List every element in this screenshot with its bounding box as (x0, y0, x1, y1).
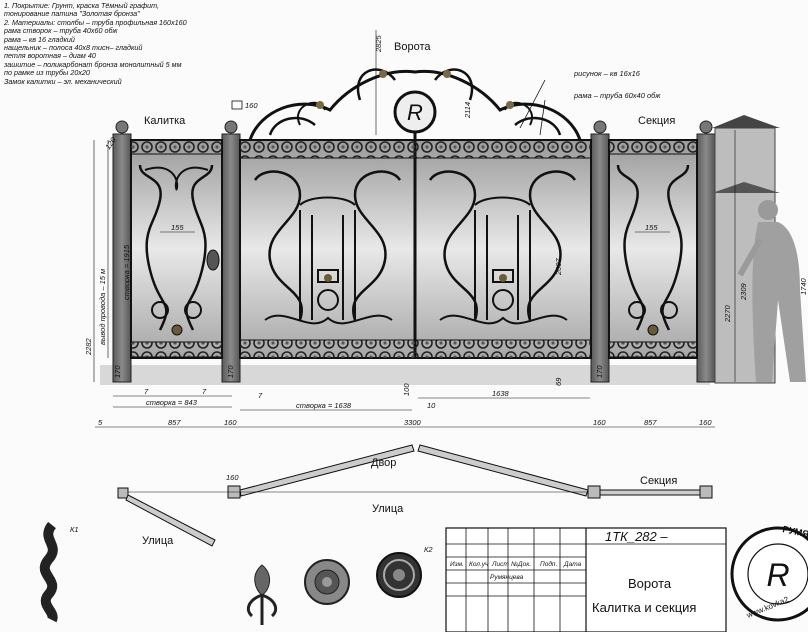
horizontal-dimensions: 7 7 7 створка = 843 створка = 1638 10 16… (95, 387, 715, 428)
dim-2097: 2097 (554, 257, 563, 276)
vertical-dimensions: 2825 2282 вывод провода – 15 м створка =… (84, 30, 808, 396)
medallion-icon (376, 552, 422, 598)
dim-170-right: 170 (595, 365, 604, 378)
callout-pattern: рисунок – кв 16х16 (573, 69, 641, 78)
dim-2825: 2825 (374, 34, 383, 53)
mark-k1: К1 (70, 525, 79, 534)
dim-3300: 3300 (404, 418, 422, 427)
tb-header-izm: Изм. (450, 561, 464, 568)
section-panel (608, 139, 698, 359)
dim-gap-7a: 7 (144, 387, 149, 396)
note-line: рама – кв 16 гладкий (4, 34, 75, 44)
tb-header-doc: №Док. (511, 561, 531, 568)
tb-title-2: Калитка и секция (592, 600, 696, 615)
dim-160-b: 160 (593, 418, 606, 427)
gate-crown-ornament: R (248, 68, 582, 141)
label-section: Секция (638, 115, 675, 127)
dim-155-left: 155 (171, 223, 184, 232)
dim-160-top: 160 (245, 101, 258, 110)
dim-2282: 2282 (84, 337, 93, 356)
tb-header-date: Дата (563, 561, 582, 568)
dim-857-right: 857 (644, 418, 657, 427)
label-gate: Ворота (394, 41, 431, 53)
note-line: нащельник – полоса 40х8 тисн– гладкий (4, 43, 143, 53)
dim-5: 5 (98, 418, 103, 427)
leaf-ornament-icon (246, 564, 278, 625)
note-line: зашитие – поликарбонат бронза монолитный… (4, 59, 182, 69)
dim-1740: 1740 (799, 277, 808, 295)
gate-monogram: R (407, 100, 423, 125)
dim-857-left: 857 (168, 418, 181, 427)
dim-2309: 2309 (739, 282, 748, 301)
dim-1638: 1638 (492, 389, 510, 398)
stamp-letter: R (766, 557, 789, 593)
wicket-panel (130, 139, 223, 359)
dim-gap-10: 10 (427, 401, 436, 410)
tb-code: 1ТК_282 – (605, 529, 668, 544)
tb-author: Румянцева (490, 574, 524, 581)
note-line: Замок калитки – эл. механический (4, 76, 122, 86)
dim-1915: створка = 1915 (122, 244, 131, 300)
note-line: петля воротная – диам 40 (4, 51, 96, 61)
note-line: по рамке из трубы 20х20 (4, 68, 90, 78)
baluster-icon (39, 521, 58, 623)
company-stamp: РУМЯНЦЕВА R www.kovka2 (730, 524, 808, 622)
ground-strip (100, 365, 710, 385)
dim-160-c: 160 (699, 418, 712, 427)
tb-header-podp: Подп. (540, 560, 557, 568)
plan-view: 160 Двор Улица Улица Секция (117, 444, 713, 547)
mark-k2: К2 (424, 545, 433, 554)
note-line: 1. Покрытие: Грунт, краска Тёмный графит… (4, 1, 160, 10)
dim-wire: вывод провода – 15 м (98, 269, 107, 345)
dim-69: 69 (554, 377, 563, 386)
label-section-plan: Секция (640, 475, 677, 487)
label-wicket: Калитка (144, 115, 186, 127)
label-street: Улица (372, 503, 404, 515)
dim-160-a: 160 (224, 418, 237, 427)
dim-2270: 2270 (723, 304, 732, 323)
label-yard: Двор (371, 457, 396, 469)
dim-leaf-843: створка = 843 (146, 398, 198, 407)
rosette-icon (304, 559, 350, 605)
gate-panel (239, 139, 592, 359)
tb-title-1: Ворота (628, 576, 672, 591)
dim-gap-7b: 7 (202, 387, 207, 396)
tb-header-list: Лист (491, 561, 509, 568)
callout-frame: рама – труба 60х40 обж (573, 91, 661, 100)
dim-plan-160: 160 (226, 473, 239, 482)
label-street-2: Улица (142, 535, 174, 547)
note-line: рама створок – труба 40х60 обж (4, 26, 118, 36)
notes-block: 1. Покрытие: Грунт, краска Тёмный графит… (4, 1, 214, 86)
dim-gap-7c: 7 (258, 391, 263, 400)
note-line: тонирование патина "Золотая бронза" (4, 9, 140, 19)
dim-170-mid: 170 (226, 365, 235, 378)
title-block: Изм. Кол.уч Лист №Док. Подп. Дата Румянц… (445, 527, 727, 632)
dim-155-right: 155 (645, 223, 658, 232)
dim-leaf-1638: створка = 1638 (296, 401, 352, 410)
note-line: 2. Материалы: столбы – труба профильная … (4, 17, 187, 27)
dim-2114: 2114 (463, 102, 472, 119)
dim-170-left: 170 (113, 365, 122, 378)
dim-100: 100 (402, 383, 411, 396)
person-silhouette-icon (737, 200, 806, 382)
tb-header-kol: Кол.уч (469, 561, 489, 568)
